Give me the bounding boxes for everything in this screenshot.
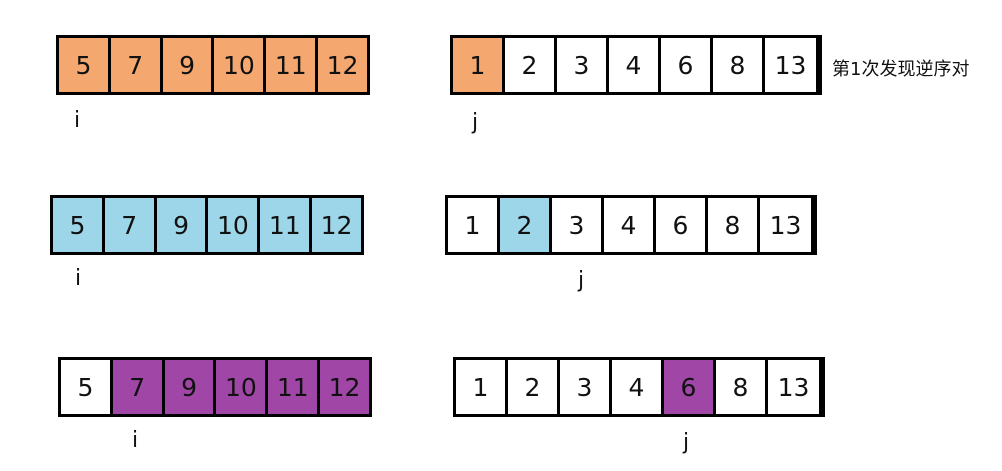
- left-array-cell: 12: [312, 198, 361, 252]
- pointer-i-step3: i: [132, 428, 139, 453]
- left-array-cell: 9: [162, 38, 212, 92]
- pointer-i-step1: i: [74, 108, 81, 133]
- right-array-cell: 1: [453, 38, 502, 92]
- right-array-cell: 2: [508, 360, 557, 414]
- right-array-cell: 13: [768, 360, 819, 414]
- right-array-cell: 8: [713, 38, 762, 92]
- left-array-cell: 10: [208, 198, 258, 252]
- left-array-cell: 11: [268, 360, 318, 414]
- left-array-cell: 12: [318, 38, 367, 92]
- left-array-cell: 9: [156, 198, 206, 252]
- left-array-cell: 5: [61, 360, 110, 414]
- right-array-cell: 3: [552, 198, 601, 252]
- right-array-cell: 4: [609, 38, 658, 92]
- right-array-cell: 2: [505, 38, 554, 92]
- left-array-cell: 11: [260, 198, 310, 252]
- right-array-cell: 3: [560, 360, 609, 414]
- left-array-cell: 10: [216, 360, 266, 414]
- left-array-cell: 11: [266, 38, 316, 92]
- pointer-j-step3: j: [683, 430, 690, 455]
- left-array-cell: 9: [164, 360, 214, 414]
- left-array-cell: 7: [104, 198, 154, 252]
- pointer-i-step2: i: [75, 266, 82, 291]
- right-array-cell: 6: [656, 198, 705, 252]
- left-array-cell: 10: [214, 38, 264, 92]
- left-array-cell: 5: [53, 198, 102, 252]
- left-array-cell: 7: [112, 360, 162, 414]
- right-array-cell: 6: [661, 38, 710, 92]
- right-array-cell: 13: [765, 38, 816, 92]
- right-array-cell: 8: [716, 360, 765, 414]
- right-array-cell: 13: [760, 198, 811, 252]
- right-array-cell: 3: [557, 38, 606, 92]
- pointer-j-step1: j: [472, 110, 479, 135]
- pointer-j-step2: j: [578, 268, 585, 293]
- inversion-note: 第1次发现逆序对: [832, 59, 970, 80]
- left-array-cell: 5: [59, 38, 108, 92]
- right-array-cell: 6: [664, 360, 713, 414]
- right-array-cell: 1: [456, 360, 505, 414]
- left-array-cell: 12: [320, 360, 369, 414]
- left-array-cell: 7: [110, 38, 160, 92]
- right-array-cell: 4: [604, 198, 653, 252]
- right-array-cell: 4: [612, 360, 661, 414]
- right-array-cell: 2: [500, 198, 549, 252]
- right-array-cell: 1: [448, 198, 497, 252]
- right-array-cell: 8: [708, 198, 757, 252]
